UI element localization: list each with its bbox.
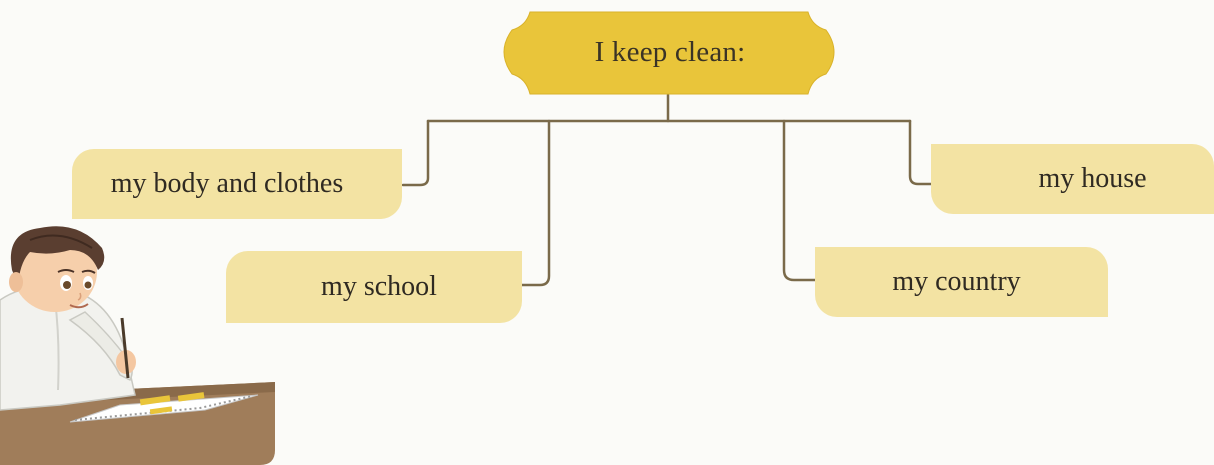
- connector-school: [520, 119, 551, 287]
- category-label: my school: [321, 271, 437, 302]
- connector-country: [782, 119, 817, 282]
- category-box-house: my house: [931, 144, 1214, 214]
- connector-house: [908, 119, 933, 186]
- category-box-body-and-clothes: my body and clothes: [72, 149, 402, 219]
- category-label: my country: [892, 266, 1021, 297]
- category-box-country: my country: [815, 247, 1108, 317]
- category-box-school: my school: [226, 251, 522, 323]
- diagram-title: I keep clean:: [594, 35, 746, 68]
- category-label: my house: [1038, 163, 1147, 194]
- pencil: [120, 317, 130, 379]
- category-label: my body and clothes: [110, 168, 344, 199]
- connector-body: [401, 119, 430, 187]
